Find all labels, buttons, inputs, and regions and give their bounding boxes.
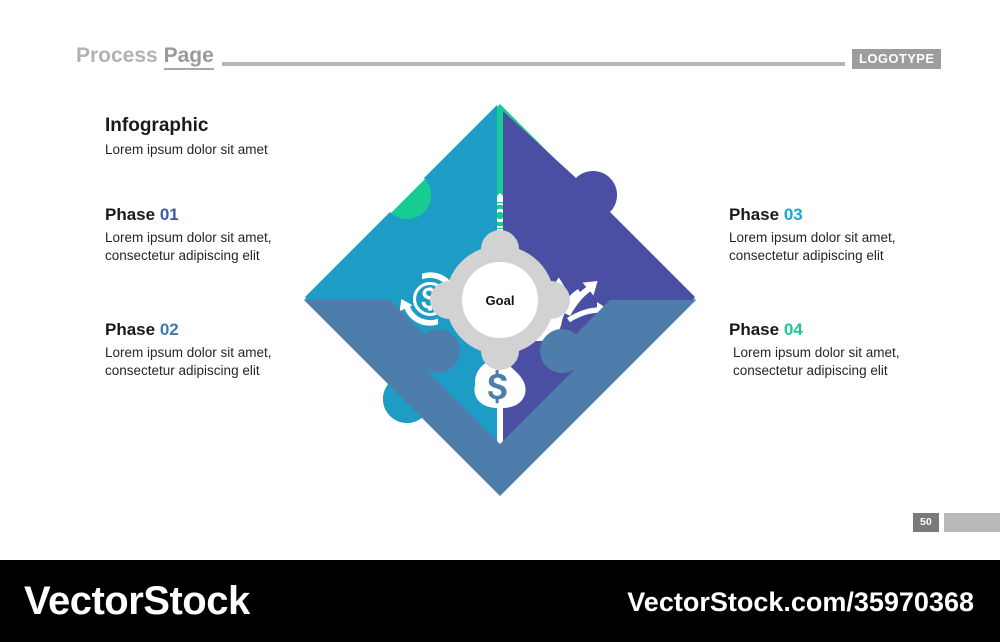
phase-03-title: Phase 03 <box>729 204 929 226</box>
phase-04-body: Lorem ipsum dolor sit amet, consectetur … <box>733 345 900 378</box>
phase-01-number: 01 <box>159 205 179 224</box>
page-footer: 50 <box>913 513 1000 532</box>
puzzle-diamond-diagram: Goal <box>300 100 700 500</box>
infographic-heading-block: Infographic Lorem ipsum dolor sit amet <box>105 114 305 159</box>
slide-header: Process Page LOGOTYPE <box>0 42 1000 78</box>
phase-03-body: Lorem ipsum dolor sit amet, consectetur … <box>729 230 896 263</box>
infographic-subtitle: Lorem ipsum dolor sit amet <box>105 142 268 157</box>
watermark-brand: VectorStock <box>24 579 250 623</box>
phase-03-number: 03 <box>783 205 803 224</box>
phase-02-body: Lorem ipsum dolor sit amet, consectetur … <box>105 345 272 378</box>
page-title: Process Page <box>76 42 214 70</box>
phase-04-title: Phase 04 <box>729 319 929 341</box>
page-footer-bar <box>943 513 1000 532</box>
phase-03-block: Phase 03 Lorem ipsum dolor sit amet, con… <box>729 204 929 265</box>
phase-04-number: 04 <box>783 320 803 339</box>
phase-04-block: Phase 04 Lorem ipsum dolor sit amet, con… <box>729 319 929 380</box>
phase-02-label: Phase <box>105 320 160 339</box>
infographic-title: Infographic <box>105 115 209 136</box>
phase-02-number: 02 <box>159 320 179 339</box>
puzzle-piece-bottom-shape <box>304 300 696 496</box>
watermark-url: VectorStock.com/35970368 <box>627 587 974 617</box>
phase-03-label: Phase <box>729 205 784 224</box>
phase-01-label: Phase <box>105 205 160 224</box>
page-number-badge: 50 <box>913 513 939 532</box>
phase-02-title: Phase 02 <box>105 319 305 341</box>
watermark-banner: VectorStock VectorStock.com/35970368 <box>0 560 1000 642</box>
phase-01-title: Phase 01 <box>105 204 305 226</box>
page-title-light: Process <box>76 44 164 67</box>
slide-canvas: Process Page LOGOTYPE Infographic Lorem … <box>0 42 1000 532</box>
phase-02-block: Phase 02 Lorem ipsum dolor sit amet, con… <box>105 319 305 380</box>
phase-01-block: Phase 01 Lorem ipsum dolor sit amet, con… <box>105 204 305 265</box>
puzzle-piece-bottom[interactable] <box>304 300 696 496</box>
center-goal-hub[interactable]: Goal <box>430 230 570 370</box>
logotype-badge: LOGOTYPE <box>852 49 942 69</box>
phase-04-label: Phase <box>729 320 784 339</box>
page-title-dark: Page <box>163 44 214 70</box>
phase-01-body: Lorem ipsum dolor sit amet, consectetur … <box>105 230 272 263</box>
center-goal-label: Goal <box>486 293 515 308</box>
center-hub-disc <box>462 262 538 338</box>
header-divider-rule <box>222 62 845 66</box>
